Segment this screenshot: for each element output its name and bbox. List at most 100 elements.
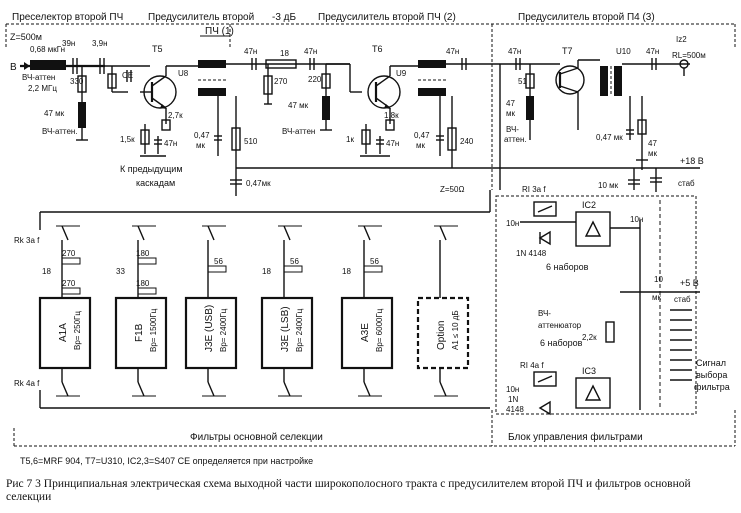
svg-text:4148: 4148 [506,405,524,414]
svg-text:ВЧ-: ВЧ- [506,125,519,134]
header-preselector: Преселектор второй ПЧ [12,12,123,23]
svg-text:330: 330 [70,77,84,86]
svg-text:10 мк: 10 мк [598,181,619,190]
svg-text:фильтра: фильтра [694,382,730,392]
svg-text:мк: мк [506,109,516,118]
svg-text:47н: 47н [446,47,459,56]
header-db: -3 дБ [272,12,297,23]
svg-text:270: 270 [274,77,288,86]
svg-text:RI 3a f: RI 3a f [522,185,546,194]
svg-text:51: 51 [518,77,527,86]
figure-caption: Рис 7 3 Принципиальная электрическая схе… [6,478,691,503]
svg-text:Option: Option [436,321,447,350]
svg-text:ВЧ-аттен: ВЧ-аттен [22,73,55,82]
svg-text:каскадам: каскадам [136,178,175,188]
svg-text:10н: 10н [630,215,643,224]
svg-text:аттен.: аттен. [504,135,527,144]
svg-text:2,2 МГц: 2,2 МГц [28,84,57,93]
svg-text:Rk 4a f: Rk 4a f [14,379,40,388]
svg-text:18: 18 [342,267,351,276]
svg-text:J3E (LSB): J3E (LSB) [280,306,291,352]
svg-text:33: 33 [116,267,125,276]
svg-text:47н: 47н [244,47,257,56]
svg-text:0,47 мк: 0,47 мк [596,133,623,142]
svg-text:Bр= 250Гц: Bр= 250Гц [73,311,82,350]
parts-note: T5,6=MRF 904, T7=U310, IC2,3=S407 CE опр… [20,456,313,466]
label-b-in: B [10,62,17,73]
svg-text:ВЧ-: ВЧ- [538,309,551,318]
svg-text:56: 56 [214,257,223,266]
svg-text:RI 4a f: RI 4a f [520,361,544,370]
header-preamp3: Предусилитель второй П4 (3) [518,12,655,23]
svg-text:56: 56 [370,257,379,266]
svg-text:T5: T5 [152,44,163,54]
svg-text:47н: 47н [386,139,399,148]
svg-text:180: 180 [136,279,150,288]
svg-text:стаб: стаб [678,179,695,188]
svg-text:J3E (USB): J3E (USB) [204,305,215,352]
svg-text:стаб: стаб [674,295,691,304]
svg-text:0,47мк: 0,47мк [246,179,271,188]
svg-text:U9: U9 [396,69,407,78]
label-z-in: Z=500м [10,32,42,42]
svg-text:6 наборов: 6 наборов [540,338,583,348]
svg-text:1,5к: 1,5к [120,135,135,144]
filter-block-j3e-lsb [260,296,314,370]
svg-text:2,7к: 2,7к [168,111,183,120]
svg-text:180: 180 [136,249,150,258]
schematic-diagram: Преселектор второй ПЧ Предусилитель втор… [5,12,736,466]
filter-block-option [416,296,470,370]
filter-block-j3e-usb [184,296,238,370]
svg-text:A1 ≤ 10 дБ: A1 ≤ 10 дБ [451,310,460,350]
svg-text:240: 240 [460,137,474,146]
svg-text:47: 47 [648,139,657,148]
svg-text:3,9н: 3,9н [92,39,108,48]
svg-text:Bр= 1500Гц: Bр= 1500Гц [149,308,158,352]
svg-text:47н: 47н [508,47,521,56]
svg-text:Bр= 2400Гц: Bр= 2400Гц [295,308,304,352]
svg-text:ВЧ-аттен.: ВЧ-аттен. [42,127,78,136]
svg-text:47н: 47н [646,47,659,56]
svg-text:270: 270 [62,249,76,258]
svg-text:IC2: IC2 [582,200,596,210]
svg-text:аттенюатор: аттенюатор [538,321,582,330]
svg-text:IC3: IC3 [582,366,596,376]
svg-text:18: 18 [42,267,51,276]
svg-text:RL=500м: RL=500м [672,51,706,60]
svg-text:Iz2: Iz2 [676,35,687,44]
svg-text:A1A: A1A [58,323,69,342]
svg-text:Rk 3a f: Rk 3a f [14,236,40,245]
footer-control: Блок управления фильтрами [508,431,643,443]
svg-text:18: 18 [280,49,289,58]
svg-text:10н: 10н [506,385,519,394]
svg-text:18: 18 [262,267,271,276]
svg-text:47н: 47н [304,47,317,56]
svg-text:1N: 1N [508,395,518,404]
svg-text:39н: 39н [62,39,75,48]
control-block-boundary [495,195,697,415]
svg-text:U8: U8 [178,69,189,78]
svg-text:выбора: выбора [696,370,727,380]
header-preamp2: Предусилитель второй ПЧ (2) [318,12,456,23]
svg-text:Bр= 2400Гц: Bр= 2400Гц [219,308,228,352]
svg-text:47: 47 [506,99,515,108]
svg-text:1к: 1к [346,135,354,144]
header-preamp1: Предусилитель второй [148,12,254,23]
svg-text:220: 220 [308,75,322,84]
svg-text:мк: мк [652,293,662,302]
svg-text:6 наборов: 6 наборов [546,262,589,272]
svg-text:A3E: A3E [360,323,371,342]
svg-text:мк: мк [416,141,426,150]
svg-text:ВЧ-аттен: ВЧ-аттен [282,127,315,136]
svg-text:47 мк: 47 мк [288,101,309,110]
svg-text:56: 56 [290,257,299,266]
svg-text:0,47: 0,47 [414,131,430,140]
ic3-block [575,377,611,409]
svg-text:1,8к: 1,8к [384,111,399,120]
svg-text:К предыдущим: К предыдущим [120,164,183,174]
ic2-block [575,211,611,247]
svg-text:10н: 10н [506,219,519,228]
svg-text:0,47: 0,47 [194,131,210,140]
svg-text:U10: U10 [616,47,631,56]
svg-text:T7: T7 [562,46,573,56]
